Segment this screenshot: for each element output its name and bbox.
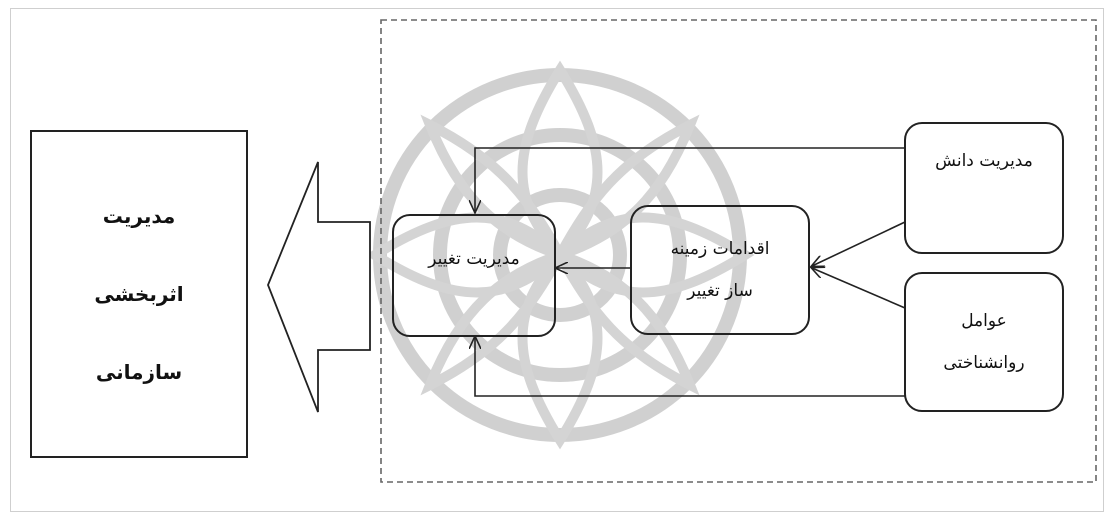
node-enabling-actions-line-2: ساز تغییر — [687, 281, 753, 301]
node-change-management-label: مدیریت تغییر — [428, 249, 520, 269]
outer-title-line-3: سازمانی — [95, 360, 183, 384]
node-enabling-actions-line-1: اقدامات زمینه — [670, 239, 770, 259]
arrow-psych-to-change — [475, 337, 905, 397]
outer-title-line-2: اثربخشی — [94, 282, 184, 306]
node-change-management: مدیریت تغییر — [392, 214, 556, 337]
node-psychological-factors: عوامل روانشناختی — [904, 272, 1064, 412]
arrow-knowledge-to-change — [475, 147, 905, 212]
diagram-frame — [10, 8, 1104, 512]
outer-result-box: مدیریت اثربخشی سازمانی — [30, 130, 248, 458]
outer-title-line-1: مدیریت — [102, 204, 176, 228]
watermark-petals — [365, 60, 755, 450]
arrow-knowledge-to-enabling — [812, 221, 906, 266]
node-psychological-factors-line-2: روانشناختی — [943, 353, 1025, 373]
node-psychological-factors-line-1: عوامل — [961, 311, 1007, 331]
arrow-psych-to-enabling — [812, 268, 906, 309]
big-left-arrow — [267, 161, 371, 413]
node-knowledge-management-label: مدیریت دانش — [935, 151, 1033, 171]
node-knowledge-management: مدیریت دانش — [904, 122, 1064, 254]
node-enabling-actions: اقدامات زمینه ساز تغییر — [630, 205, 810, 335]
dashed-boundary — [380, 19, 1097, 483]
